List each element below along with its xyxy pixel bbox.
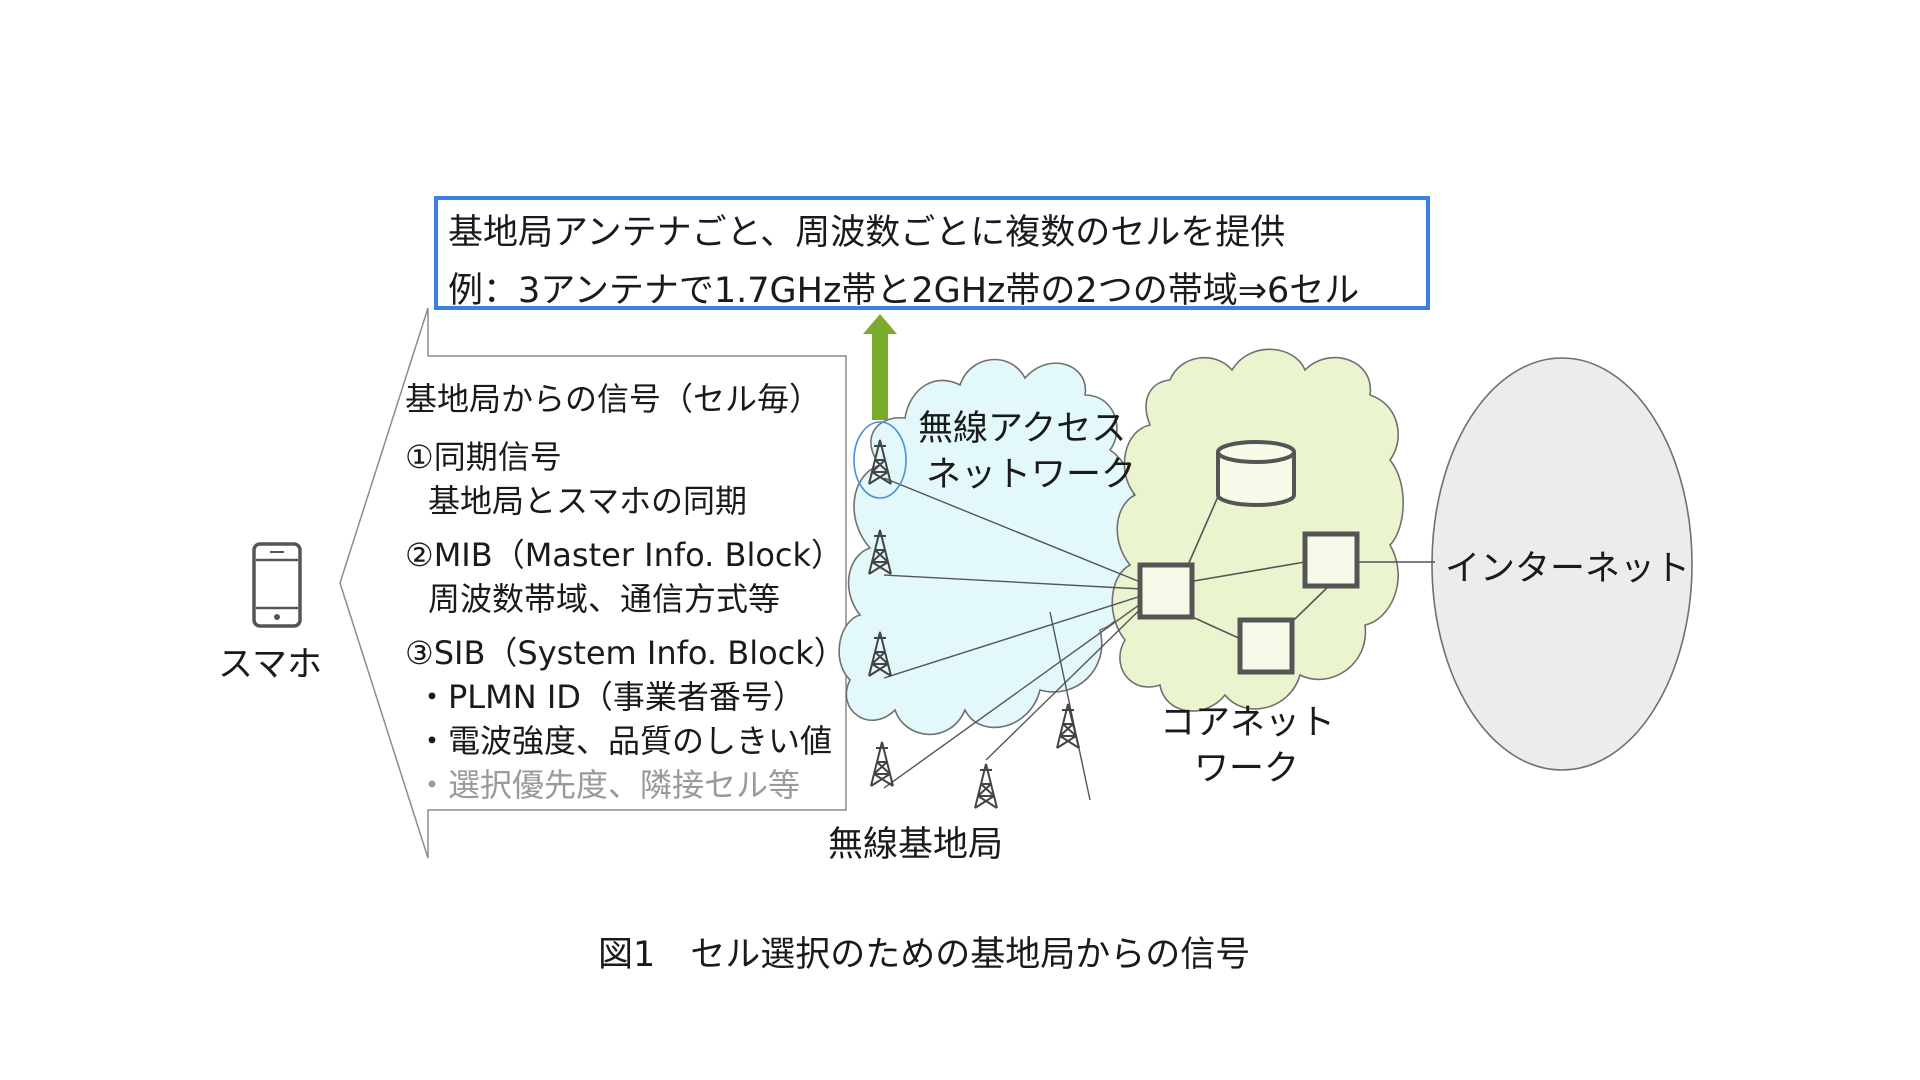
internet-ellipse [1431, 357, 1693, 771]
signal-item-2-detail: 周波数帯域、通信方式等 [428, 580, 781, 618]
base-station-tower-icon [870, 741, 894, 787]
core-node-bottom [1237, 617, 1295, 675]
base-station-tower-icon [868, 439, 892, 485]
database-icon [1216, 440, 1296, 507]
ran-links [883, 477, 1435, 801]
info-box [434, 196, 1430, 310]
signal-item-1-title: ①同期信号 [405, 438, 562, 476]
signal-item-2-title: ②MIB（Master Info. Block） [405, 536, 844, 574]
ran-label-line-1: 無線アクセス [918, 409, 1127, 449]
base-station-tower-icon [868, 631, 892, 677]
signal-item-1-detail: 基地局とスマホの同期 [428, 482, 748, 520]
core-node-main [1137, 562, 1195, 620]
signal-callout-shape [339, 307, 847, 859]
base-station-tower-icon [868, 529, 892, 575]
smartphone-label: スマホ [218, 645, 322, 685]
signal-item-3-detail-2: ・電波強度、品質のしきい値 [416, 722, 833, 760]
signal-item-3-detail-3: ・選択優先度、隣接セル等 [416, 766, 801, 804]
selected-tower-highlight [853, 421, 907, 499]
ran-label-line-2: ネットワーク [926, 455, 1137, 495]
figure-caption: 図1 セル選択のための基地局からの信号 [598, 935, 1251, 975]
signal-item-3-detail-1: ・PLMN ID（事業者番号） [416, 678, 805, 716]
internet-label: インターネット [1445, 549, 1691, 589]
signal-item-3-title: ③SIB（System Info. Block） [405, 634, 846, 672]
base-station-label: 無線基地局 [828, 825, 1004, 865]
smartphone-icon [252, 542, 302, 628]
core-cloud [1111, 348, 1404, 712]
base-station-tower-icon [974, 763, 998, 809]
core-node-right [1302, 531, 1360, 589]
core-label-line-1: コアネット [1160, 703, 1336, 743]
info-box-line-2: 例：3アンテナで1.7GHz帯と2GHz帯の2つの帯域⇒6セル [448, 271, 1360, 311]
info-box-line-1: 基地局アンテナごと、周波数ごとに複数のセルを提供 [448, 213, 1286, 253]
core-label-line-2: ワーク [1194, 749, 1300, 789]
base-station-tower-icon [1056, 703, 1080, 749]
ran-cloud [838, 358, 1135, 736]
up-arrow [863, 314, 897, 420]
signal-panel-heading: 基地局からの信号（セル毎） [405, 380, 822, 418]
